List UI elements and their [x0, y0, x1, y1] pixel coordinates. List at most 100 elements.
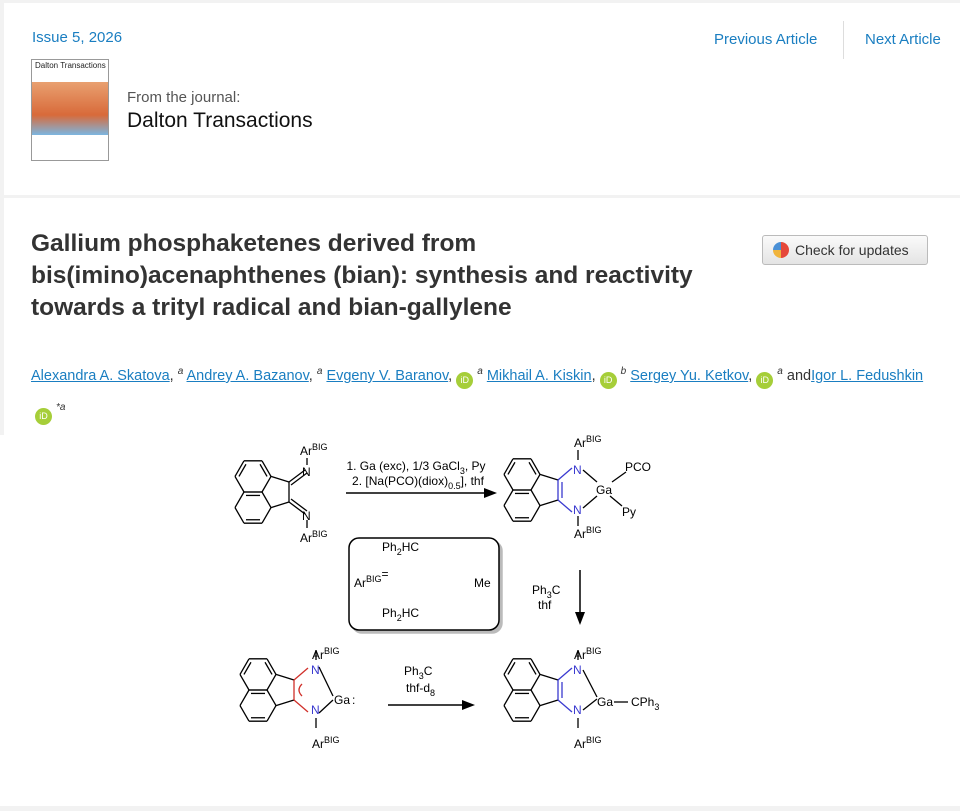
label-part: Me — [474, 576, 491, 590]
label-part: Ga — [334, 693, 350, 707]
author-link[interactable]: Mikhail A. Kiskin — [486, 367, 592, 384]
author-link[interactable]: Evgeny V. Baranov — [326, 367, 449, 384]
label-part: BIG — [586, 646, 602, 656]
label-part: 3 — [654, 702, 659, 712]
orcid-icon[interactable]: iD — [456, 371, 474, 389]
label-part: 0.5 — [448, 481, 461, 491]
arrowhead — [462, 700, 475, 710]
label-part: 3 — [460, 466, 465, 476]
label-part: Ar — [574, 737, 586, 751]
bond — [503, 658, 514, 675]
label-part: BIG — [324, 646, 340, 656]
bond — [290, 498, 308, 512]
bond — [539, 473, 559, 481]
author-link[interactable]: Sergey Yu. Ketkov — [630, 367, 749, 384]
next-article-link[interactable]: Next Article — [865, 31, 941, 48]
affiliation-marker: a — [777, 366, 783, 377]
orcid-icon[interactable]: iD — [599, 371, 617, 389]
label-part: 1. Ga (exc), 1/3 GaCl — [346, 459, 459, 473]
scheme-label: Me — [474, 576, 491, 590]
scheme-label: thf — [538, 598, 552, 612]
check-updates-label: Check for updates — [795, 242, 909, 258]
label-part: Ph — [532, 583, 547, 597]
orcid-icon[interactable]: iD — [756, 371, 774, 389]
bond — [557, 499, 573, 513]
scheme-label: N — [302, 509, 311, 523]
reaction-arrows — [346, 492, 581, 706]
affiliation-marker: a — [316, 366, 323, 377]
bond — [582, 469, 598, 483]
label-part: = — [382, 567, 389, 581]
scheme-label: Ga — [596, 483, 612, 497]
scheme-label: ArBIG= — [354, 567, 389, 590]
bond — [528, 461, 537, 475]
bond — [557, 667, 573, 681]
bond — [318, 699, 334, 714]
ar-big-definition-box — [348, 537, 500, 631]
label-part: N — [573, 503, 582, 517]
issue-link[interactable]: Issue 5, 2026 — [32, 29, 123, 46]
bond — [293, 667, 309, 681]
arrowhead — [575, 612, 585, 625]
bond — [266, 689, 277, 706]
bond — [503, 458, 514, 475]
bond — [611, 471, 627, 483]
author-list: Alexandra A. Skatova, a Andrey A. Bazano… — [31, 356, 931, 428]
bond — [503, 505, 514, 522]
label-part: : — [352, 693, 355, 707]
bond — [234, 491, 245, 508]
bond — [528, 661, 537, 675]
check-for-updates-button[interactable]: Check for updates — [762, 235, 928, 265]
label-part: HC — [402, 540, 420, 554]
author-link[interactable]: Alexandra A. Skatova — [31, 367, 170, 384]
bond — [530, 489, 541, 506]
author-link[interactable]: Igor L. Fedushkin — [811, 367, 924, 384]
scheme-label: ArBIG — [574, 735, 602, 751]
journal-cover-image[interactable]: Dalton Transactions — [31, 59, 109, 161]
scheme-label: N — [302, 465, 311, 479]
article-title: Gallium phosphaketenes derived from bis(… — [31, 230, 693, 321]
label-part: 2 — [397, 613, 402, 623]
bond — [261, 476, 272, 493]
previous-article-link[interactable]: Previous Article — [714, 31, 818, 48]
bond — [238, 463, 247, 477]
bond — [507, 661, 516, 675]
bond — [293, 699, 309, 713]
bond — [530, 505, 541, 522]
bond — [234, 460, 245, 477]
scheme-label: Ph3C — [532, 583, 561, 600]
label-part: Ar — [574, 527, 586, 541]
bond — [530, 705, 541, 722]
bond — [270, 501, 290, 509]
label-part: BIG — [312, 529, 328, 539]
label-part: 3 — [547, 590, 552, 600]
from-journal-label: From the journal: — [127, 89, 241, 106]
label-part: N — [311, 703, 320, 717]
bond — [275, 673, 295, 681]
bond — [261, 491, 272, 508]
label-part: Ph — [382, 540, 397, 554]
scheme-label: N — [311, 663, 320, 677]
label-part: CPh — [631, 695, 654, 709]
scheme-label: Ga — [597, 695, 613, 709]
label-part: Ph — [382, 606, 397, 620]
journal-header: Issue 5, 2026 Previous Article Next Arti… — [4, 3, 960, 195]
scheme-label: : — [352, 693, 355, 707]
label-part: 2. [Na(PCO)(diox) — [352, 474, 448, 488]
bond — [557, 699, 573, 713]
bond — [239, 658, 250, 675]
bond — [264, 661, 273, 675]
scheme-label: 1. Ga (exc), 1/3 GaCl3, Py — [346, 459, 485, 476]
label-part: Ar — [312, 737, 324, 751]
author-link[interactable]: Andrey A. Bazanov — [186, 367, 309, 384]
bond — [582, 698, 598, 711]
bond — [239, 705, 250, 722]
bond — [261, 460, 272, 477]
crossmark-icon — [773, 242, 789, 258]
orcid-icon[interactable]: iD — [35, 407, 52, 425]
label-part: Py — [622, 505, 636, 519]
label-part: , Py — [465, 459, 486, 473]
scheme-label: N — [573, 663, 582, 677]
journal-name-link[interactable]: Dalton Transactions — [127, 109, 313, 132]
label-part: N — [302, 509, 311, 523]
